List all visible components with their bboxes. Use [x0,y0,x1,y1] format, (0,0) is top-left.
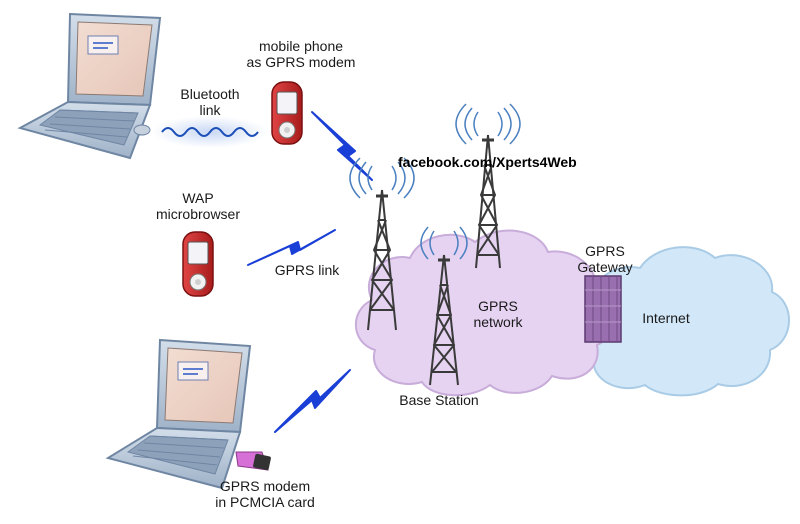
phone-modem-label-line1: mobile phone [258,38,344,54]
link-bottom-bolt [274,369,351,433]
tower-left-icon [349,157,415,331]
wap-phone-icon [182,231,214,297]
bluetooth-label-line1: Bluetooth [180,86,240,102]
internet-cloud [575,246,790,397]
gprs-network-label-line1: GPRS [478,298,518,314]
phone-modem-label: mobile phone as GPRS modem [236,38,366,70]
base-station-label: Base Station [399,392,479,408]
gprs-gateway-icon [584,275,622,343]
wap-label-line1: WAP [182,190,214,206]
bluetooth-label: Bluetooth link [160,86,260,118]
bluetooth-label-line2: link [199,102,221,118]
wap-label: WAP microbrowser [140,190,256,222]
tower-right-icon [455,103,521,269]
gprs-network-label-line2: network [473,314,523,330]
gprs-network-label: GPRS network [458,298,538,330]
pcmcia-label: GPRS modem in PCMCIA card [200,478,330,510]
gateway-label-line2: Gateway [577,259,633,275]
laptop-bottom-icon [105,338,252,490]
gprs-network-cloud [354,229,615,397]
watermark: facebook.com/Xperts4Web [398,154,577,170]
wap-label-line2: microbrowser [155,206,240,222]
bluetooth-wave-icon [152,116,268,148]
pcmcia-label-line1: GPRS modem [219,478,311,494]
pcmcia-card-icon [235,451,271,471]
laptop-top-icon [17,12,162,160]
phone-modem-icon [271,81,303,145]
link-middle-bolt [247,229,336,266]
phone-modem-label-line2: as GPRS modem [246,54,356,70]
internet-label: Internet [642,310,690,326]
tower-center-icon [420,226,468,386]
link-top-bolt [311,111,373,181]
pcmcia-label-line2: in PCMCIA card [215,494,315,510]
gateway-label-line1: GPRS [585,243,625,259]
gateway-label: GPRS Gateway [565,243,645,275]
gprs-link-label: GPRS link [274,262,340,278]
